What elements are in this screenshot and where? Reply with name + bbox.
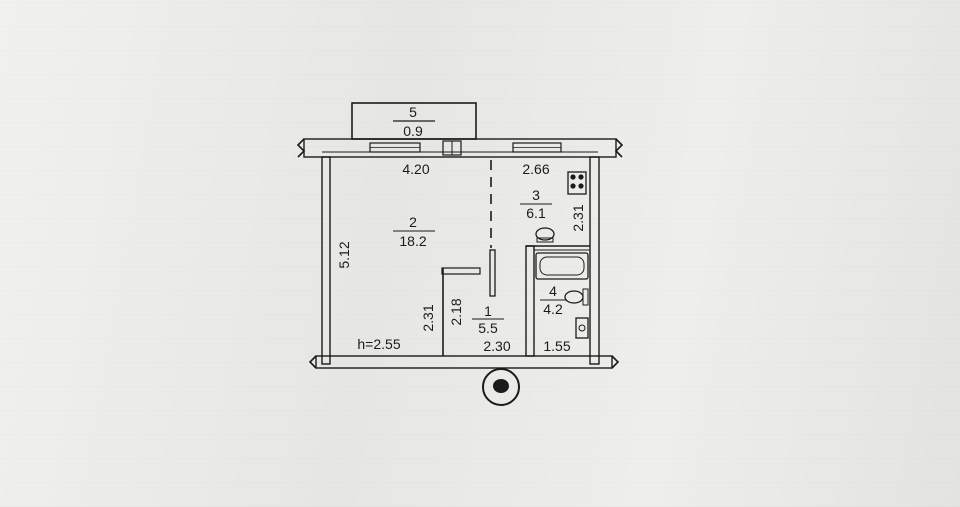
door-panel — [489, 249, 496, 297]
room1-width-dimension: 2.30 — [483, 338, 510, 354]
stove-icon — [567, 171, 587, 195]
room2-area: 18.2 — [399, 233, 426, 249]
room1-height-dimension: 2.18 — [448, 298, 464, 325]
room4-number: 4 — [549, 283, 557, 299]
room2-number: 2 — [409, 214, 417, 230]
washbasin-icon — [575, 317, 589, 339]
room4-area: 4.2 — [543, 301, 563, 317]
ceiling-height-label: h=2.55 — [357, 336, 400, 352]
bathtub-icon — [535, 252, 589, 280]
room1-top-partition — [441, 267, 481, 275]
room3-area: 6.1 — [526, 205, 546, 221]
sink-icon — [535, 227, 555, 241]
top-wall — [303, 138, 617, 158]
room3-number: 3 — [532, 187, 540, 203]
wall-end-right-top — [614, 138, 624, 158]
room5-area: 0.9 — [403, 123, 423, 139]
left-wall — [321, 156, 331, 365]
room3-width-dimension: 2.66 — [522, 161, 549, 177]
room1-number: 1 — [484, 303, 492, 319]
right-wall — [589, 156, 600, 365]
bottom-wall — [315, 355, 613, 369]
room2-width-dimension: 4.20 — [402, 161, 429, 177]
room1-left-height-dimension: 2.31 — [420, 304, 436, 331]
entrance-marker-icon — [482, 368, 520, 406]
room3-height-dimension: 2.31 — [570, 204, 586, 231]
room4-width-dimension: 1.55 — [543, 338, 570, 354]
wall-end-right-bottom — [611, 355, 620, 369]
toilet-icon — [564, 290, 584, 304]
room5-number: 5 — [409, 104, 417, 120]
wall-end-left-bottom — [308, 355, 317, 369]
wall-end-left-top — [296, 138, 306, 158]
room1-area: 5.5 — [478, 320, 498, 336]
bathroom-partition — [525, 245, 535, 357]
room2-height-dimension: 5.12 — [336, 241, 352, 268]
